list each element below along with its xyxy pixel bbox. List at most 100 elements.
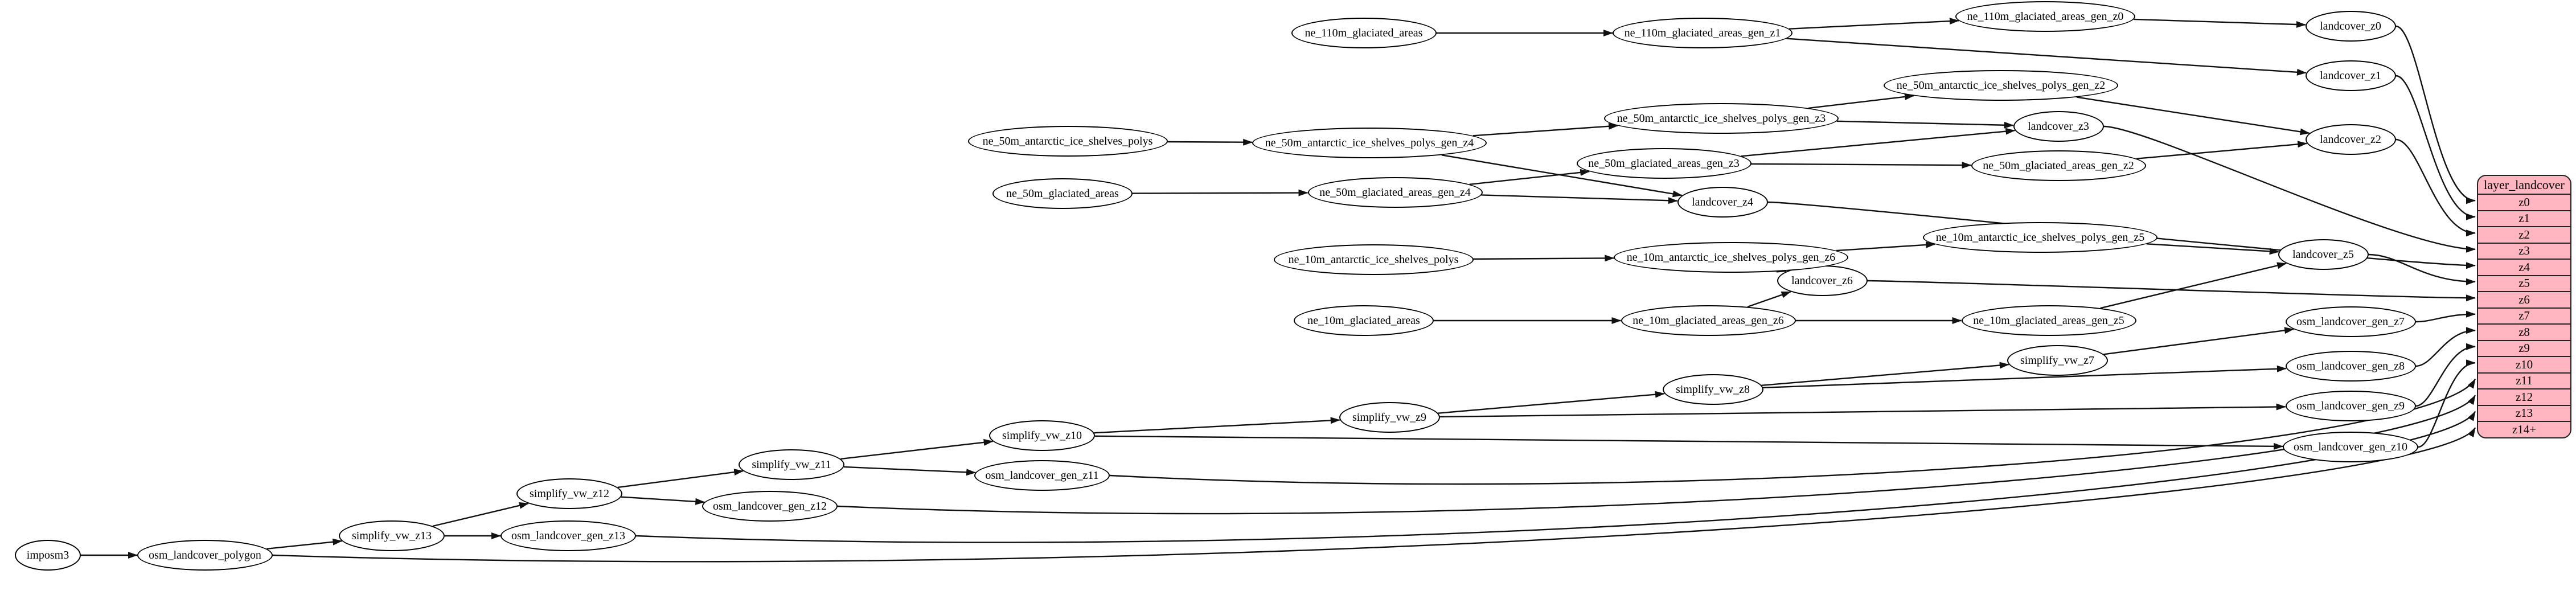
edge-osm_landcover_gen_z13-table-z13 xyxy=(635,411,2476,543)
edge-osm_landcover_gen_z8-table-z8 xyxy=(2415,327,2476,367)
table-row-z4: z4 xyxy=(2478,259,2570,275)
node-label: simplify_vw_z12 xyxy=(530,487,609,500)
node-label: ne_50m_glaciated_areas_gen_z2 xyxy=(1983,159,2134,172)
node-ne_50m_antarctic_ice_shelves_polys_gen_z3: ne_50m_antarctic_ice_shelves_polys_gen_z… xyxy=(1604,103,1839,134)
edge-ne_50m_antarctic_ice_shelves_polys_gen_z4-ne_50m_antarctic_ice_shelves_polys_gen_z3 xyxy=(1472,122,1619,137)
node-label: ne_50m_antarctic_ice_shelves_polys_gen_z… xyxy=(1896,79,2106,92)
table-row-z3: z3 xyxy=(2478,242,2570,259)
table-row-z11: z11 xyxy=(2478,372,2570,389)
node-ne_50m_antarctic_ice_shelves_polys: ne_50m_antarctic_ice_shelves_polys xyxy=(967,126,1168,157)
edge-simplify_vw_z10-simplify_vw_z9 xyxy=(1094,417,1340,434)
node-label: simplify_vw_z11 xyxy=(752,458,831,471)
node-label: ne_10m_antarctic_ice_shelves_polys_gen_z… xyxy=(1935,231,2145,244)
node-label: ne_110m_glaciated_areas xyxy=(1305,26,1423,39)
table-row-z10: z10 xyxy=(2478,356,2570,372)
node-label: osm_landcover_gen_z9 xyxy=(2296,399,2405,412)
node-ne_50m_glaciated_areas_gen_z3: ne_50m_glaciated_areas_gen_z3 xyxy=(1576,148,1751,179)
node-label: ne_10m_glaciated_areas_gen_z5 xyxy=(1973,314,2124,327)
edge-osm_landcover_gen_z7-table-z7 xyxy=(2415,310,2476,323)
node-label: osm_landcover_gen_z13 xyxy=(511,529,625,542)
node-ne_10m_glaciated_areas_gen_z5: ne_10m_glaciated_areas_gen_z5 xyxy=(1961,305,2136,336)
node-ne_10m_antarctic_ice_shelves_polys_gen_z6: ne_10m_antarctic_ice_shelves_polys_gen_z… xyxy=(1614,242,1848,273)
edge-landcover_z5-table-z5 xyxy=(2368,253,2476,285)
node-label: landcover_z0 xyxy=(2320,19,2381,32)
table-row-z14+: z14+ xyxy=(2478,421,2570,437)
node-label: ne_50m_glaciated_areas_gen_z4 xyxy=(1319,186,1471,199)
table-row-z6: z6 xyxy=(2478,291,2570,307)
node-ne_10m_glaciated_areas_gen_z6: ne_10m_glaciated_areas_gen_z6 xyxy=(1621,305,1796,336)
edge-ne_50m_antarctic_ice_shelves_polys_gen_z2-landcover_z2 xyxy=(2076,96,2310,136)
edge-ne_110m_glaciated_areas_gen_z0-landcover_z0 xyxy=(2134,18,2306,28)
node-ne_50m_glaciated_areas: ne_50m_glaciated_areas xyxy=(992,178,1133,209)
node-label: osm_landcover_polygon xyxy=(149,548,261,561)
node-label: ne_50m_antarctic_ice_shelves_polys xyxy=(982,134,1153,147)
node-label: ne_110m_glaciated_areas_gen_z1 xyxy=(1624,26,1781,39)
node-simplify_vw_z9: simplify_vw_z9 xyxy=(1339,402,1440,433)
node-osm_landcover_polygon: osm_landcover_polygon xyxy=(137,540,273,571)
edge-simplify_vw_z7-osm_landcover_gen_z7 xyxy=(2103,327,2295,355)
table-row-z8: z8 xyxy=(2478,323,2570,340)
node-simplify_vw_z12: simplify_vw_z12 xyxy=(516,478,622,509)
edge-simplify_vw_z8-osm_landcover_gen_z8 xyxy=(1762,365,2287,388)
node-label: simplify_vw_z7 xyxy=(2020,354,2094,367)
edge-landcover_z6-table-z6 xyxy=(1867,280,2476,302)
node-simplify_vw_z11: simplify_vw_z11 xyxy=(739,449,844,480)
node-osm_landcover_gen_z10: osm_landcover_gen_z10 xyxy=(2283,432,2418,462)
edge-ne_50m_antarctic_ice_shelves_polys_gen_z3-ne_50m_antarctic_ice_shelves_polys_gen_z2 xyxy=(1808,93,1914,109)
table-row-z0: z0 xyxy=(2478,194,2570,210)
node-landcover_z1: landcover_z1 xyxy=(2305,60,2396,91)
node-osm_landcover_gen_z12: osm_landcover_gen_z12 xyxy=(702,491,838,522)
node-ne_50m_glaciated_areas_gen_z2: ne_50m_glaciated_areas_gen_z2 xyxy=(1971,150,2146,181)
node-ne_50m_antarctic_ice_shelves_polys_gen_z2: ne_50m_antarctic_ice_shelves_polys_gen_z… xyxy=(1884,70,2118,101)
node-label: ne_10m_glaciated_areas_gen_z6 xyxy=(1632,314,1784,327)
edge-ne_50m_glaciated_areas_gen_z2-landcover_z2 xyxy=(2136,141,2308,159)
table-row-z5: z5 xyxy=(2478,274,2570,292)
node-label: landcover_z2 xyxy=(2320,133,2381,146)
node-ne_50m_glaciated_areas_gen_z4: ne_50m_glaciated_areas_gen_z4 xyxy=(1307,177,1483,208)
node-label: landcover_z4 xyxy=(1692,195,1753,208)
table-row-z7: z7 xyxy=(2478,307,2570,324)
edge-ne_10m_antarctic_ice_shelves_polys-ne_10m_antarctic_ice_shelves_polys_gen_z6 xyxy=(1473,255,1615,262)
node-landcover_z0: landcover_z0 xyxy=(2305,11,2396,42)
edge-landcover_z0-table-z0 xyxy=(2395,25,2476,204)
edge-simplify_vw_z8-simplify_vw_z7 xyxy=(1761,362,2009,387)
node-simplify_vw_z13: simplify_vw_z13 xyxy=(339,520,445,551)
node-ne_110m_glaciated_areas: ne_110m_glaciated_areas xyxy=(1291,18,1437,48)
node-ne_110m_glaciated_areas_gen_z1: ne_110m_glaciated_areas_gen_z1 xyxy=(1613,18,1792,48)
edge-simplify_vw_z11-simplify_vw_z10 xyxy=(840,438,994,460)
node-landcover_z2: landcover_z2 xyxy=(2305,124,2396,155)
edge-ne_50m_glaciated_areas-ne_50m_glaciated_areas_gen_z4 xyxy=(1132,189,1308,196)
node-label: ne_10m_glaciated_areas xyxy=(1307,314,1420,327)
edge-osm_landcover_gen_z9-table-z9 xyxy=(2415,343,2476,407)
table-row-z13: z13 xyxy=(2478,404,2570,421)
node-ne_10m_antarctic_ice_shelves_polys_gen_z5: ne_10m_antarctic_ice_shelves_polys_gen_z… xyxy=(1923,222,2157,253)
edge-ne_110m_glaciated_areas_gen_z1-ne_110m_glaciated_areas_gen_z0 xyxy=(1789,18,1959,30)
node-imposm3: imposm3 xyxy=(15,540,81,571)
node-simplify_vw_z7: simplify_vw_z7 xyxy=(2007,345,2108,376)
node-label: osm_landcover_gen_z8 xyxy=(2296,359,2405,372)
edge-ne_50m_glaciated_areas_gen_z3-ne_50m_glaciated_areas_gen_z2 xyxy=(1751,162,1972,169)
node-ne_10m_antarctic_ice_shelves_polys: ne_10m_antarctic_ice_shelves_polys xyxy=(1273,244,1474,275)
edge-ne_50m_glaciated_areas_gen_z4-ne_50m_glaciated_areas_gen_z3 xyxy=(1469,169,1590,186)
node-label: imposm3 xyxy=(26,548,69,561)
edge-ne_10m_glaciated_areas_gen_z6-landcover_z6 xyxy=(1747,291,1791,308)
edge-ne_10m_glaciated_areas_gen_z5-landcover_z5 xyxy=(2100,262,2287,309)
edge-landcover_z3-table-z3 xyxy=(2103,125,2476,253)
node-label: simplify_vw_z9 xyxy=(1352,411,1426,424)
node-label: landcover_z5 xyxy=(2292,248,2354,261)
table-row-z9: z9 xyxy=(2478,339,2570,356)
edge-osm_landcover_gen_z12-table-z12 xyxy=(837,395,2476,515)
edge-landcover_z1-table-z1 xyxy=(2395,75,2476,220)
edge-simplify_vw_z10-osm_landcover_gen_z10 xyxy=(1094,435,2284,450)
edge-simplify_vw_z9-osm_landcover_gen_z9 xyxy=(1439,403,2286,418)
edge-osm_landcover_gen_z10-table-z10 xyxy=(2418,359,2476,448)
edge-osm_landcover_gen_z11-table-z11 xyxy=(1109,378,2476,485)
node-osm_landcover_gen_z9: osm_landcover_gen_z9 xyxy=(2285,391,2416,421)
node-landcover_z4: landcover_z4 xyxy=(1677,187,1768,218)
node-label: osm_landcover_gen_z12 xyxy=(713,499,827,512)
node-label: osm_landcover_gen_z7 xyxy=(2296,315,2405,328)
